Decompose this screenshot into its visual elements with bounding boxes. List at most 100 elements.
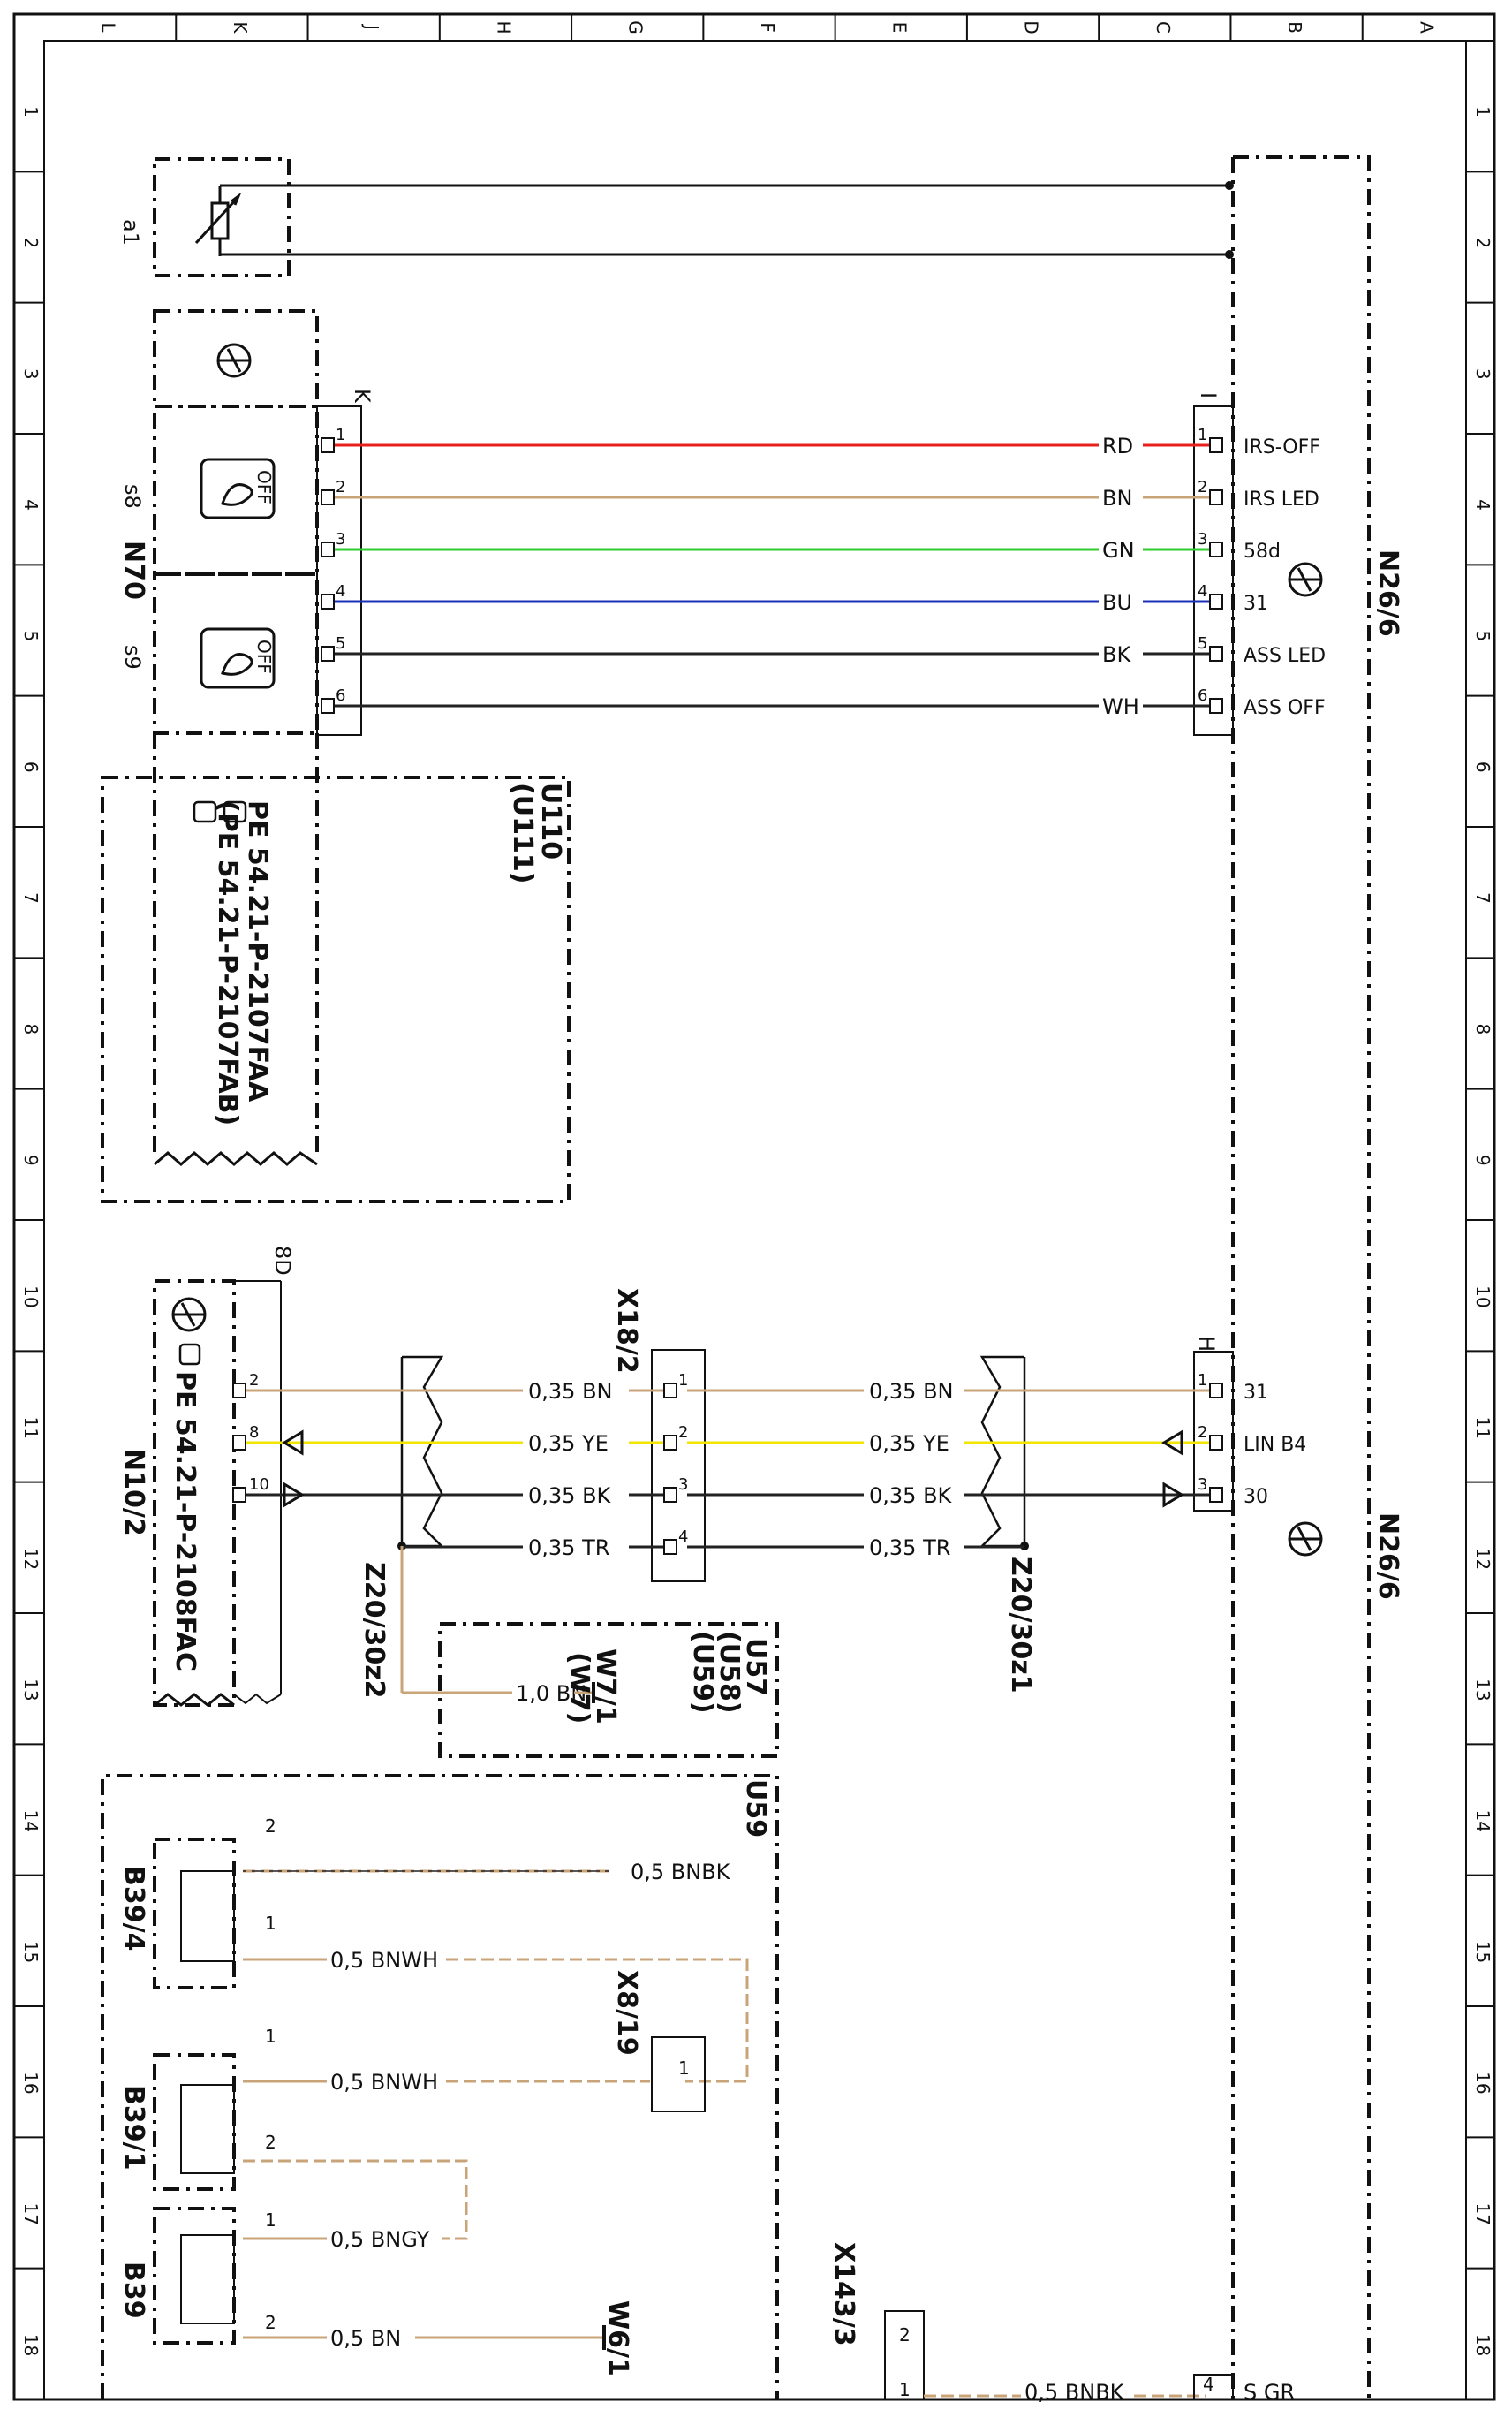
k-pin-label: 2 [336,478,345,496]
row-marker-left: 16 [20,2072,42,2094]
row-marker-right: 11 [1472,1417,1493,1439]
x8-19-pin-label: 1 [678,2058,690,2079]
wire-color-label: RD [1102,434,1133,459]
u57-box [438,1622,779,1758]
row-marker-right: 7 [1472,892,1493,904]
row-marker-right: 6 [1472,762,1493,773]
pin-socket [1209,1435,1223,1451]
wire-gauge-label: 0,35 YE [528,1431,609,1456]
wire-gauge-label: 0,35 TR [528,1535,609,1560]
row-marker-right: 18 [1472,2334,1493,2356]
n26-6-bottom-label: N26/6 [1372,1512,1403,1600]
u111-label: (U111) [507,783,538,883]
row-marker-left: 1 [20,106,42,117]
row-marker-left: 9 [20,1155,42,1166]
pin-socket [321,698,335,714]
pin-socket [321,437,335,453]
n10-pin-label: 8 [249,1423,259,1442]
row-marker-left: 13 [20,1679,42,1701]
row-marker-right: 2 [1472,238,1493,249]
wire-gauge-label: 0,35 BN [528,1379,612,1404]
pe-reference-3: PE 54.21-P-2108FAC [170,1371,200,1671]
b39-pin1-label: 1 [265,2209,276,2231]
n26-6-top-label: N26/6 [1372,549,1403,637]
row-marker-right: 17 [1472,2203,1493,2225]
wire-gauge-label: 0,35 TR [869,1535,950,1560]
pin-socket [663,1383,677,1398]
b39-pin2-wire-label: 0,5 BN [330,2326,401,2351]
pin-socket [1209,594,1223,610]
z20-30z1-label: Z20/30z1 [1005,1557,1036,1694]
pin-socket [1209,646,1223,662]
u59-box [101,1774,779,2399]
signal-arrow-icon [283,1482,305,1508]
row-marker-right: 8 [1472,1024,1493,1035]
wire-gauge-label: 0,35 YE [869,1431,949,1456]
svg-text:OFF: OFF [253,640,275,674]
z20-30z2-label: Z20/30z2 [359,1562,389,1699]
connector-h-label: H [1194,1336,1219,1352]
column-marker: D [1021,20,1042,34]
row-marker-left: 12 [20,1548,42,1570]
pin-socket [1209,437,1223,453]
b39-pin2-label: 2 [265,2312,276,2333]
row-marker-right: 9 [1472,1155,1493,1166]
ground-module-icon-n26-top [1288,562,1323,597]
signal-label: 58d [1244,541,1281,563]
shield-braid-left [402,1355,445,1548]
h-pin-label: 1 [1198,1371,1207,1390]
x18-2-connector [651,1349,706,1582]
column-marker: L [98,22,119,33]
signal-label: ASS LED [1244,645,1326,667]
sensor-harness: 0,5 BNBK 2 1 0,5 BNWH 1 X8/19 0,5 BNWH 1… [243,1815,749,2376]
wire-gauge-label: 0,35 BK [869,1483,953,1508]
column-marker: J [361,23,382,30]
pin-socket [321,594,335,610]
u110-box [101,776,571,1203]
n10-pin-label: 10 [249,1475,269,1494]
row-marker-left: 8 [20,1024,42,1035]
x8-19-connector [651,2036,706,2112]
i-pin-label: 1 [1198,426,1207,444]
k-pin-label: 5 [336,634,345,653]
x8-19-label: X8/19 [611,1970,642,2056]
pin-socket [321,542,335,557]
pin-socket [1209,489,1223,505]
i-pin-label: 2 [1198,478,1207,496]
u110-label: U110 [535,783,566,860]
row-marker-left: 17 [20,2203,42,2225]
pin-socket [663,1435,677,1451]
n70-label: N70 [118,541,149,600]
wire-color-label: BU [1102,590,1132,615]
pin-socket [232,1487,246,1503]
u57-label: U57 [740,1638,771,1696]
signal-label: 30 [1244,1486,1268,1508]
row-marker-left: 10 [20,1285,42,1307]
signal-arrow-icon [282,1429,304,1456]
k-pin-label: 1 [336,426,345,444]
b39-label: B39 [118,2262,149,2319]
b39-4-pin2-wire-label: 0,5 BNBK [631,1860,731,1884]
pin-socket [232,1435,246,1451]
n10-pin-label: 2 [249,1371,259,1390]
w6-1-label: W6/1 [602,2300,633,2376]
i-pin-label: 4 [1198,582,1207,601]
row-marker-left: 18 [20,2334,42,2356]
row-marker-left: 15 [20,1941,42,1963]
pin-socket [321,489,335,505]
wire-color-label: BK [1102,642,1131,667]
x18-pin-label: 2 [678,1423,688,1442]
wire-gauge-label: 0,35 BN [869,1379,953,1404]
signal-label: LIN B4 [1244,1434,1306,1456]
u58-label: (U58) [714,1631,745,1714]
row-marker-right: 13 [1472,1679,1493,1701]
row-marker-left: 4 [20,499,42,511]
column-marker: K [230,21,251,34]
pin-socket [1209,1383,1223,1398]
frame-inner [43,40,1495,2400]
